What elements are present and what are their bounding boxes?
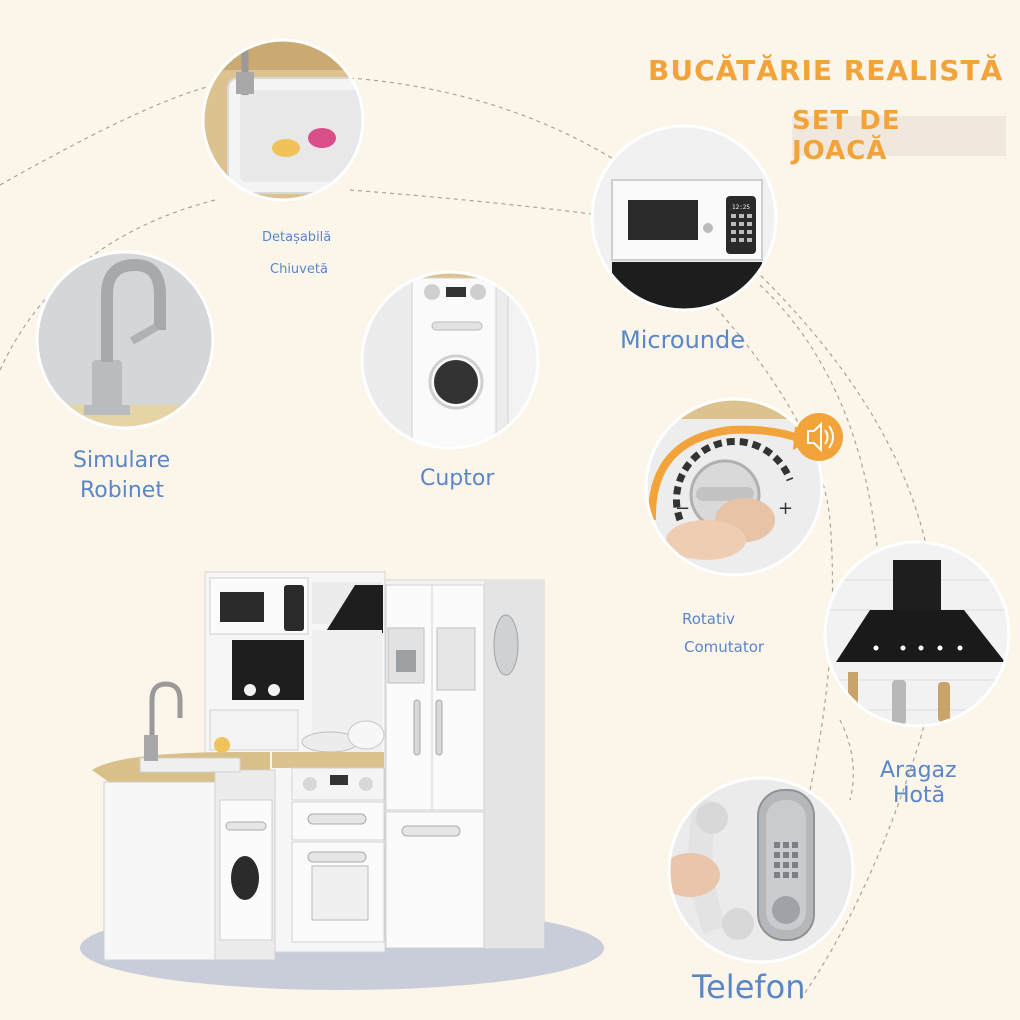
knob-plus-sign: + [778, 498, 793, 519]
knob-minus-sign: − [675, 498, 690, 519]
sink-label-line1: Detașabilă [262, 230, 332, 245]
page-title: BUCĂTĂRIE REALISTĂ [648, 54, 1004, 87]
telephone-photo [669, 778, 853, 962]
faucet-label-line2: Robinet [80, 478, 164, 503]
sink-label-line2: Chiuvetă [270, 262, 328, 277]
faucet-photo [37, 252, 213, 428]
oven-photo [362, 272, 538, 448]
microwave-label: Microunde [620, 326, 746, 354]
phone-label: Telefon [692, 968, 806, 1006]
faucet-label-line1: Simulare [73, 448, 171, 473]
knob-label-line2: Comutator [684, 638, 765, 656]
knob-photo [646, 399, 822, 575]
range-hood-photo [825, 542, 1009, 726]
kitchen-main-photo [80, 571, 604, 990]
hood-label-line1: Aragaz [880, 758, 957, 783]
oven-label: Cuptor [420, 466, 495, 491]
sound-icon [795, 413, 843, 461]
hood-label-line2: Hotă [893, 783, 946, 808]
microwave-display: 12:25 [732, 204, 750, 211]
knob-label-line1: Rotativ [682, 610, 735, 628]
page-subtitle: SET DE JOACĂ [792, 106, 1006, 166]
microwave-photo [592, 126, 776, 310]
